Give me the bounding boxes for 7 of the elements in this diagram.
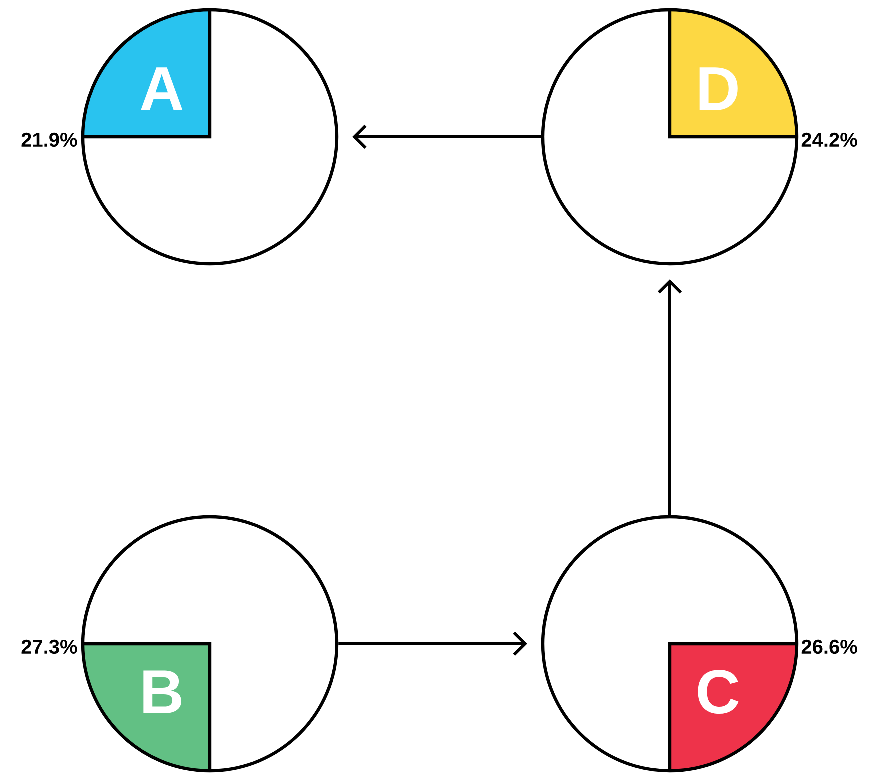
arrow <box>658 280 682 516</box>
percentage-label: 21.9% <box>22 132 78 148</box>
percentage-label: 27.3% <box>22 640 78 654</box>
arrow <box>352 124 542 150</box>
arrow <box>338 632 528 656</box>
percentage-label: 26.6% <box>802 640 858 654</box>
percentage-label: 24.2% <box>802 132 858 148</box>
